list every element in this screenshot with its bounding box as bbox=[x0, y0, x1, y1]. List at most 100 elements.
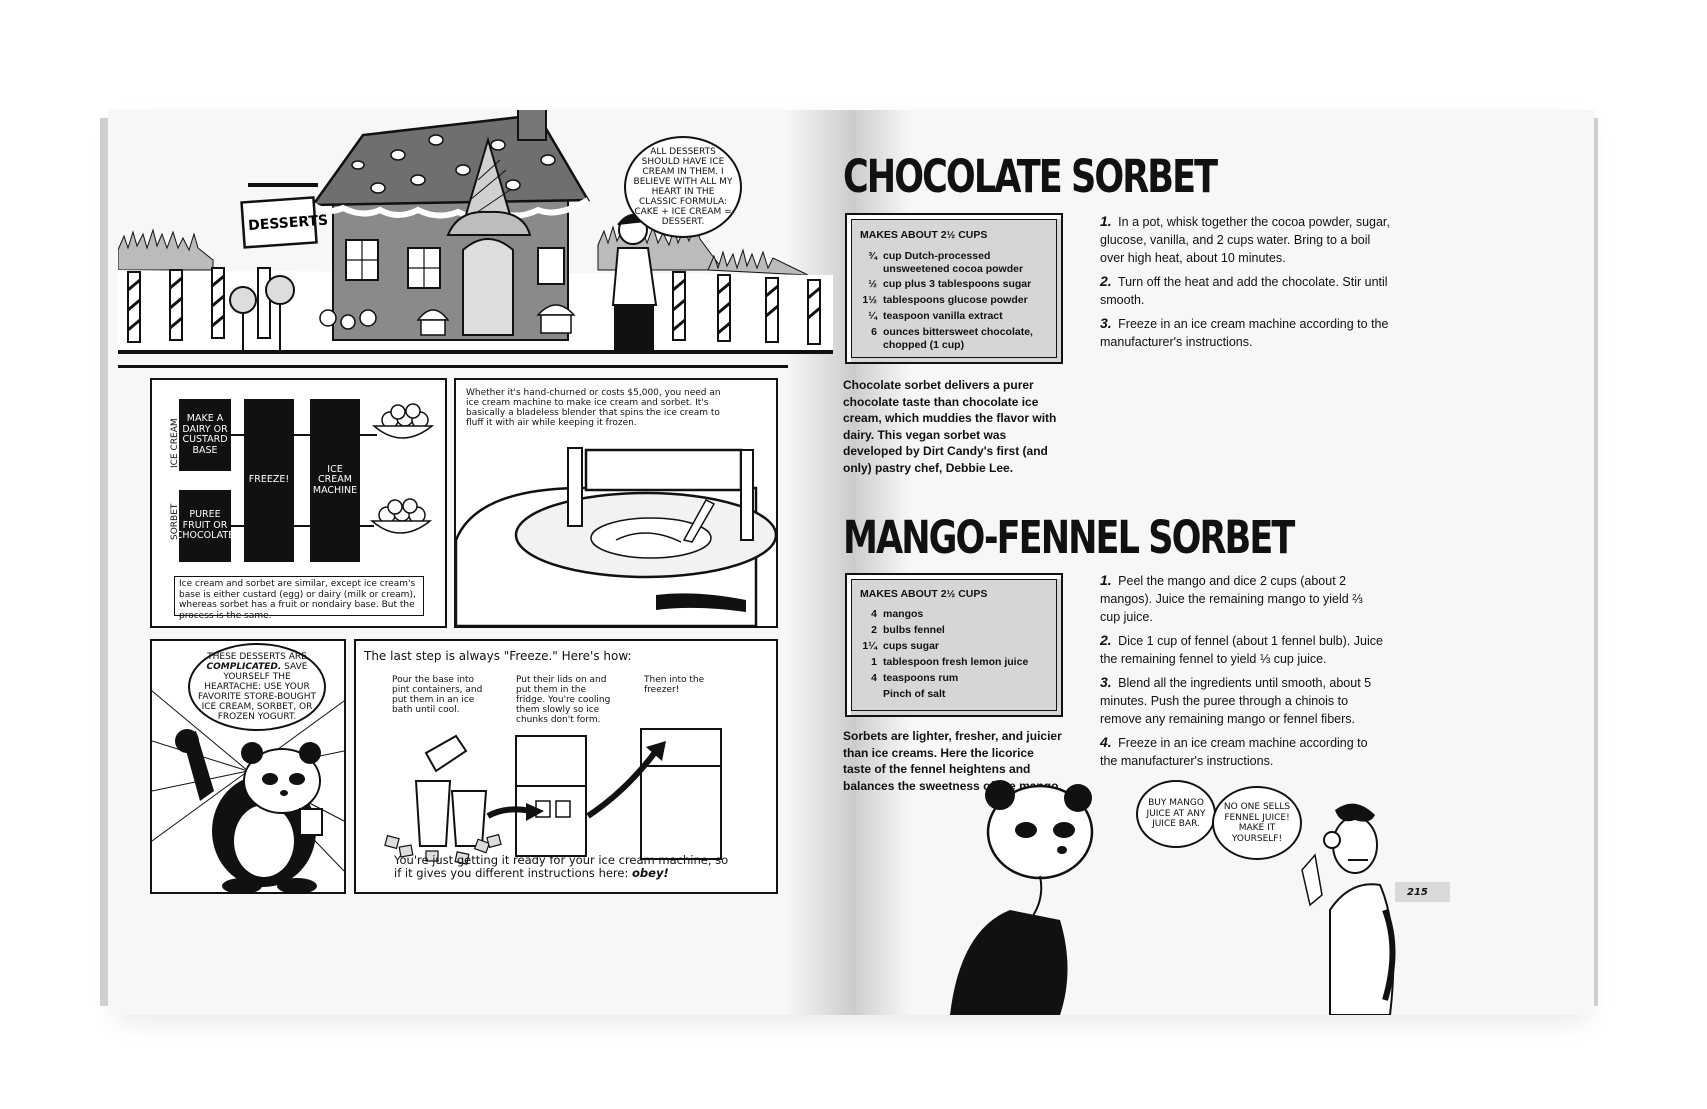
ingredient-text: cups sugar bbox=[883, 640, 940, 652]
ingredient-line: chopped (1 cup) bbox=[855, 339, 964, 352]
freeze-step-2: Put their lids on and put them in the fr… bbox=[516, 675, 611, 725]
speech-balloon-fennel-juice: NO ONE SELLS FENNEL JUICE! MAKE IT YOURS… bbox=[1212, 786, 1302, 860]
balloon-part-1: THESE DESSERTS ARE bbox=[207, 652, 307, 662]
freeze-footer: You're just getting it ready for your ic… bbox=[394, 854, 734, 880]
ingredient-text: ounces bittersweet chocolate, bbox=[883, 326, 1033, 338]
ingredient-text: teaspoon vanilla extract bbox=[883, 310, 1003, 322]
step-text: Freeze in an ice cream machine according… bbox=[1100, 736, 1368, 768]
machine-panel: Whether it's hand-churned or costs $5,00… bbox=[454, 378, 778, 628]
step-number: 1. bbox=[1100, 572, 1112, 588]
step-text: Peel the mango and dice 2 cups (about 2 … bbox=[1100, 574, 1363, 624]
ingredient-text: tablespoons glucose powder bbox=[883, 294, 1028, 306]
step: 1. In a pot, whisk together the cocoa po… bbox=[1100, 212, 1395, 267]
ingredient-line: 1½ tablespoons glucose powder bbox=[855, 294, 1028, 307]
freeze-step-1: Pour the base into pint containers, and … bbox=[392, 675, 483, 715]
complicated-balloon-text: THESE DESSERTS ARE COMPLICATED. SAVE YOU… bbox=[196, 652, 318, 722]
speech-balloon-complicated: THESE DESSERTS ARE COMPLICATED. SAVE YOU… bbox=[188, 643, 326, 731]
step: 3. Blend all the ingredients until smoot… bbox=[1100, 673, 1385, 728]
ingredient-qty: 1½ bbox=[862, 294, 877, 306]
step-text: Blend all the ingredients until smooth, … bbox=[1100, 676, 1372, 726]
chocolate-sorbet-title: CHOCOLATE SORBET bbox=[843, 150, 1218, 203]
ice-cream-machine-illustration bbox=[456, 447, 776, 626]
freeze-box: FREEZE! bbox=[244, 399, 294, 562]
ingredients-box-inner bbox=[851, 579, 1057, 711]
right-page-edge bbox=[1590, 118, 1598, 1006]
ingredient-line: 4 mangos bbox=[855, 608, 923, 621]
ingredient-qty: 4 bbox=[871, 608, 877, 620]
ingredient-line: 4 teaspoons rum bbox=[855, 672, 958, 685]
machine-box: ICE CREAM MACHINE bbox=[310, 399, 360, 562]
ingredient-text: unsweetened cocoa powder bbox=[883, 263, 1024, 275]
desserts-sign-text: DESSERTS bbox=[248, 213, 329, 235]
make-base-box: MAKE A DAIRY OR CUSTARD BASE bbox=[179, 399, 231, 471]
machine-caption: Whether it's hand-churned or costs $5,00… bbox=[466, 388, 721, 428]
chocolate-intro: Chocolate sorbet delivers a purer chocol… bbox=[843, 378, 1057, 475]
ingredient-text: teaspoons rum bbox=[883, 672, 959, 684]
ingredients-box-inner bbox=[851, 219, 1057, 358]
ingredient-qty: 1¼ bbox=[862, 640, 877, 652]
speech-balloon-dessert: ALL DESSERTS SHOULD HAVE ICE CREAM IN TH… bbox=[624, 136, 742, 238]
ingredient-qty: 4 bbox=[871, 672, 877, 684]
freeze-footer-text: You're just getting it ready for your ic… bbox=[394, 853, 729, 880]
freeze-footer-emphasis: obey! bbox=[632, 866, 669, 880]
ingredient-line: Pinch of salt bbox=[855, 688, 945, 701]
ingredient-line: 6 ounces bittersweet chocolate, bbox=[855, 326, 1033, 339]
puree-label: PUREE FRUIT OR CHOCOLATE bbox=[175, 509, 235, 542]
ingredient-text: Pinch of salt bbox=[883, 688, 946, 700]
ingredient-text: chopped (1 cup) bbox=[883, 339, 965, 351]
ingredient-qty: 6 bbox=[871, 326, 877, 338]
diagram-caption: Ice cream and sorbet are similar, except… bbox=[174, 576, 424, 621]
panda-panel: THESE DESSERTS ARE COMPLICATED. SAVE YOU… bbox=[150, 639, 346, 894]
panda-monkey-illustration bbox=[950, 780, 1396, 1015]
dessert-house-illustration: DESSERTS bbox=[118, 110, 833, 354]
ingredient-line: unsweetened cocoa powder bbox=[855, 263, 1023, 276]
diagram-panel: ICE CREAM SORBET MAKE A DAIRY OR CUSTARD… bbox=[150, 378, 447, 628]
chocolate-steps: 1. In a pot, whisk together the cocoa po… bbox=[1100, 212, 1395, 356]
diagram-caption-text: Ice cream and sorbet are similar, except… bbox=[179, 579, 416, 621]
panel-divider bbox=[118, 365, 788, 368]
ingredient-line: 1¼ cups sugar bbox=[855, 640, 939, 653]
freeze-step-3: Then into the freezer! bbox=[644, 675, 705, 695]
ingredient-text: bulbs fennel bbox=[883, 624, 945, 636]
mango-fennel-sorbet-title: MANGO-FENNEL SORBET bbox=[843, 511, 1295, 564]
left-page-edge bbox=[100, 118, 110, 1006]
left-page: DESSERTS ALL DESSERTS SHOULD HAVE ICE CR… bbox=[108, 110, 856, 1015]
step: 3. Freeze in an ice cream machine accord… bbox=[1100, 314, 1395, 351]
step: 2. Dice 1 cup of fennel (about 1 fennel … bbox=[1100, 631, 1385, 668]
step-number: 2. bbox=[1100, 632, 1112, 648]
ingredient-text: mangos bbox=[883, 608, 924, 620]
ingredient-line: ½ cup plus 3 tablespoons sugar bbox=[855, 278, 1031, 291]
step-number: 3. bbox=[1100, 674, 1112, 690]
mango-yield: MAKES ABOUT 2½ CUPS bbox=[860, 588, 988, 600]
freeze-label: FREEZE! bbox=[248, 474, 290, 486]
freeze-steps-illustration bbox=[384, 728, 722, 865]
step-number: 3. bbox=[1100, 315, 1112, 331]
make-base-label: MAKE A DAIRY OR CUSTARD BASE bbox=[182, 413, 228, 456]
mango-steps: 1. Peel the mango and dice 2 cups (about… bbox=[1100, 571, 1385, 775]
step-text: Turn off the heat and add the chocolate.… bbox=[1100, 275, 1388, 307]
mango-juice-balloon-text: BUY MANGO JUICE AT ANY JUICE BAR. bbox=[1146, 798, 1206, 830]
ingredient-qty: ½ bbox=[868, 278, 877, 290]
gutter-shadow-left bbox=[786, 110, 856, 1015]
step-text: Dice 1 cup of fennel (about 1 fennel bul… bbox=[1100, 634, 1383, 666]
step: 1. Peel the mango and dice 2 cups (about… bbox=[1100, 571, 1385, 626]
machine-label: ICE CREAM MACHINE bbox=[312, 463, 358, 496]
step: 4. Freeze in an ice cream machine accord… bbox=[1100, 733, 1385, 770]
speech-balloon-mango-juice: BUY MANGO JUICE AT ANY JUICE BAR. bbox=[1136, 780, 1216, 848]
step-text: Freeze in an ice cream machine according… bbox=[1100, 317, 1389, 349]
ingredient-text: cup plus 3 tablespoons sugar bbox=[883, 278, 1032, 290]
step-number: 1. bbox=[1100, 213, 1112, 229]
ingredient-text: cup Dutch-processed bbox=[883, 250, 991, 262]
ingredient-line: ¼ teaspoon vanilla extract bbox=[855, 310, 1003, 323]
ingredient-qty: ¼ bbox=[868, 310, 877, 322]
step: 2. Turn off the heat and add the chocola… bbox=[1100, 272, 1395, 309]
balloon-text: ALL DESSERTS SHOULD HAVE ICE CREAM IN TH… bbox=[633, 147, 733, 227]
fennel-juice-balloon-text: NO ONE SELLS FENNEL JUICE! MAKE IT YOURS… bbox=[1223, 802, 1291, 844]
ingredient-qty: 1 bbox=[871, 656, 877, 668]
balloon-part-2: SAVE YOURSELF THE HEARTACHE: USE YOUR FA… bbox=[197, 662, 317, 722]
puree-box: PUREE FRUIT OR CHOCOLATE bbox=[175, 490, 235, 562]
